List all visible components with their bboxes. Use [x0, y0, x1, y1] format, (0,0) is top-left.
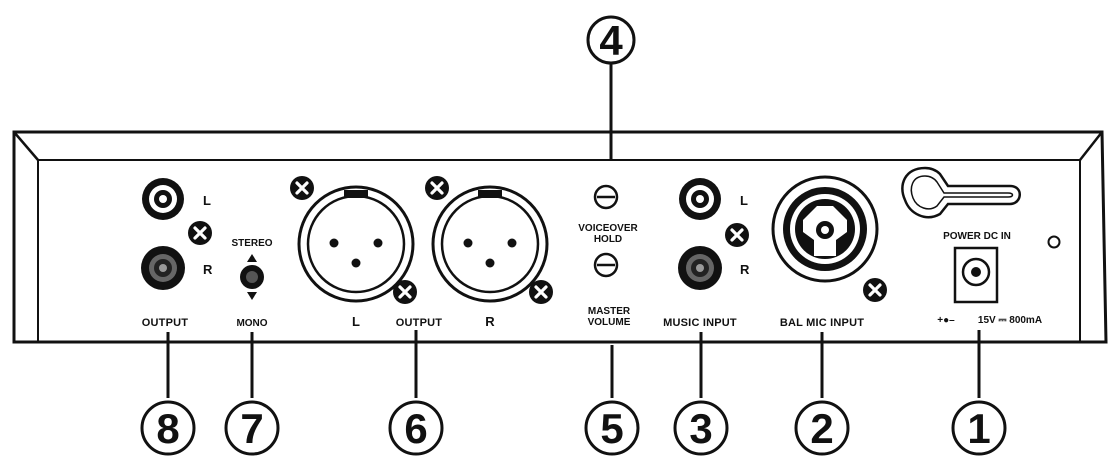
stereo-label: STEREO — [231, 238, 272, 249]
keyhole-mount-icon — [901, 166, 1021, 219]
music-l-label: L — [740, 193, 748, 208]
svg-text:1: 1 — [967, 405, 990, 452]
master-label: MASTER — [588, 306, 631, 317]
music-input-label: MUSIC INPUT — [663, 317, 737, 329]
screw-icon — [723, 221, 751, 249]
xlr-r-label: R — [485, 314, 495, 329]
output-l-label: L — [203, 193, 211, 208]
svg-text:5: 5 — [600, 405, 623, 452]
xlr-output-left-connector[interactable] — [297, 185, 415, 303]
voiceover-hold-knob[interactable] — [593, 184, 619, 210]
callout-8: 8 — [140, 400, 196, 456]
screw-icon — [288, 174, 316, 202]
callout-2: 2 — [794, 400, 850, 456]
output-r-label: R — [203, 262, 213, 277]
power-spec-label: 15V ⎓ 800mA — [978, 315, 1042, 326]
callout-7: 7 — [224, 400, 280, 456]
screw-icon — [186, 219, 214, 247]
rca-output-right-jack[interactable] — [141, 246, 185, 290]
down-arrow-icon — [247, 292, 257, 300]
callout-4: 4 — [586, 15, 636, 65]
screw-icon — [527, 278, 555, 306]
svg-text:2: 2 — [810, 405, 833, 452]
callout-lines — [166, 62, 981, 398]
xlr-output-label: OUTPUT — [396, 317, 443, 329]
hold-label: HOLD — [594, 234, 622, 245]
dc-power-jack[interactable] — [953, 246, 999, 304]
voiceover-label: VOICEOVER — [578, 223, 638, 234]
screw-icon — [391, 278, 419, 306]
callout-1: 1 — [951, 400, 1007, 456]
svg-text:8: 8 — [156, 405, 179, 452]
stereo-mono-switch[interactable] — [240, 265, 264, 289]
xlr-l-label: L — [352, 314, 360, 329]
svg-text:4: 4 — [599, 17, 623, 64]
music-input-left-jack[interactable] — [679, 178, 721, 220]
rca-output-left-jack[interactable] — [142, 178, 184, 220]
callout-5: 5 — [584, 400, 640, 456]
svg-text:3: 3 — [689, 405, 712, 452]
power-dc-in-label: POWER DC IN — [943, 231, 1011, 242]
svg-text:6: 6 — [404, 405, 427, 452]
bal-mic-combo-jack[interactable] — [771, 175, 879, 283]
callout-6: 6 — [388, 400, 444, 456]
music-input-right-jack[interactable] — [678, 246, 722, 290]
screw-icon — [861, 276, 889, 304]
indicator-led-icon — [1047, 235, 1061, 249]
up-arrow-icon — [247, 254, 257, 262]
svg-text:7: 7 — [240, 405, 263, 452]
xlr-output-right-connector[interactable] — [431, 185, 549, 303]
music-r-label: R — [740, 262, 750, 277]
master-volume-knob[interactable] — [593, 252, 619, 278]
screw-icon — [423, 174, 451, 202]
polarity-icon: +●– — [937, 315, 955, 326]
callout-3: 3 — [673, 400, 729, 456]
mono-label: MONO — [236, 318, 267, 329]
volume-label: VOLUME — [588, 317, 631, 328]
bal-mic-input-label: BAL MIC INPUT — [780, 317, 864, 329]
rca-output-label: OUTPUT — [142, 317, 188, 329]
